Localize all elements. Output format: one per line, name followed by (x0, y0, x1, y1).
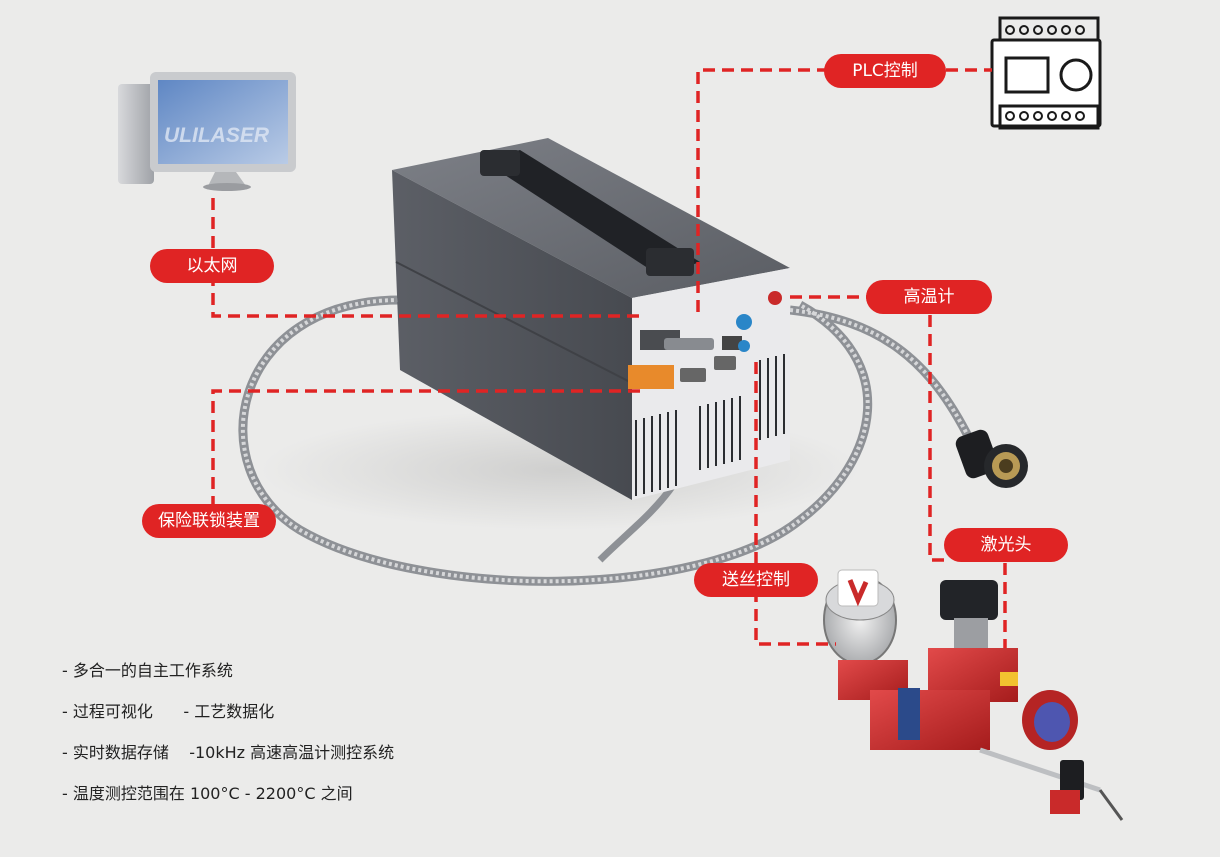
label-wire-feed-control: 送丝控制 (694, 563, 818, 597)
label-plc-control: PLC控制 (824, 54, 946, 88)
feature-item: - 温度测控范围在 100°C - 2200°C 之间 (62, 784, 353, 803)
connection-lines (211, 68, 1007, 648)
label-safety-interlock: 保险联锁装置 (142, 504, 276, 538)
feature-item: - 多合一的自主工作系统 (62, 661, 233, 680)
label-ethernet: 以太网 (150, 249, 274, 283)
feature-item: - 过程可视化 - 工艺数据化 (62, 702, 275, 721)
wire-spool (823, 569, 897, 665)
monitor-logo: ULILASER (164, 124, 270, 147)
laser-controller-unit (392, 138, 790, 500)
feature-item: - 实时数据存储 -10kHz 高速高温计测控系统 (62, 743, 395, 762)
label-pyrometer: 高温计 (866, 280, 992, 314)
laser-head-assembly (838, 580, 1124, 821)
computer-icon: ULILASER (118, 72, 296, 191)
feature-list: - 多合一的自主工作系统 - 过程可视化 - 工艺数据化 - 实时数据存储 -1… (62, 656, 394, 820)
fiber-cable (238, 295, 975, 586)
label-laser-head: 激光头 (944, 528, 1068, 562)
pyrometer-sensor (955, 429, 1028, 488)
plc-module-icon (990, 16, 1102, 130)
